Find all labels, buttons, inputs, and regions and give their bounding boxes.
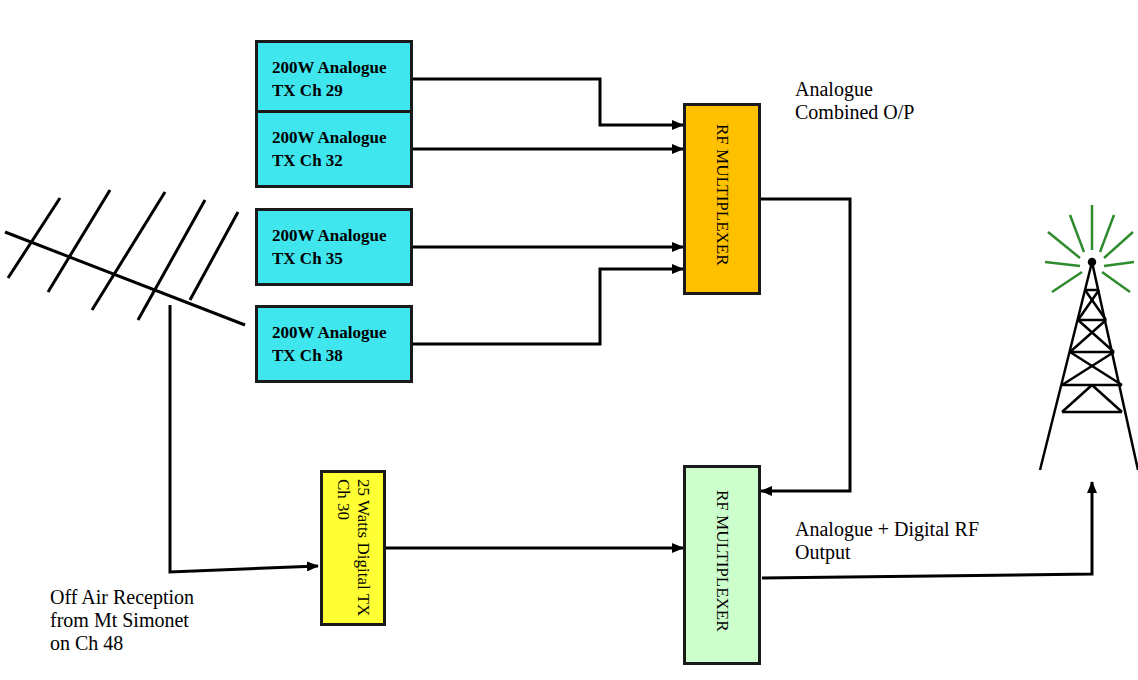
signal-connector	[413, 246, 683, 249]
box-label: 200W Analogue TX Ch 29	[258, 43, 408, 103]
box-label: RF MULTIPLEXER	[712, 124, 732, 274]
box-label: 200W Analogue TX Ch 35	[258, 211, 408, 271]
box-label: 200W Analogue TX Ch 38	[258, 308, 408, 368]
radiation-rays	[1045, 205, 1134, 292]
annotation-text: Analogue Combined O/P	[793, 78, 947, 124]
antenna	[5, 190, 245, 325]
transmitter-box: 25 Watts Digital TX Ch 30	[320, 470, 386, 626]
signal-connector	[386, 547, 683, 550]
multiplexer-box: RF MULTIPLEXER	[683, 465, 761, 665]
transmitter-box: 200W Analogue TX Ch 35	[255, 208, 413, 286]
box-label: 25 Watts Digital TX Ch 30	[333, 479, 372, 617]
transmitter-box: 200W Analogue TX Ch 38	[255, 305, 413, 383]
transmitter-box: 200W Analogue TX Ch 32	[255, 110, 413, 188]
signal-connector	[761, 199, 850, 491]
transmitter-box: 200W Analogue TX Ch 29	[255, 40, 413, 118]
output-line	[762, 482, 1092, 578]
tower	[1040, 262, 1138, 470]
multiplexer-box: RF MULTIPLEXER	[683, 103, 761, 295]
box-label: 200W Analogue TX Ch 32	[258, 113, 408, 173]
signal-connector	[413, 148, 683, 151]
annotation-text: Analogue + Digital RF Output	[793, 518, 987, 564]
annotation-text: Off Air Reception from Mt Simonet on Ch …	[48, 586, 214, 655]
signal-connector	[413, 269, 683, 344]
signal-connector	[413, 79, 683, 125]
box-label: RF MULTIPLEXER	[712, 490, 732, 640]
